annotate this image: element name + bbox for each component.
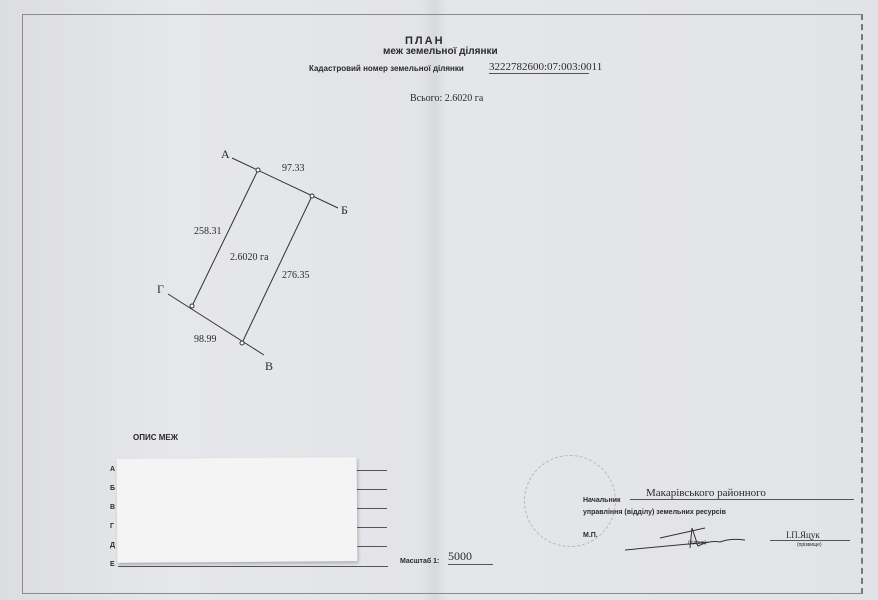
boundary-line [355, 527, 387, 528]
vertex-a [255, 167, 261, 173]
boundary-letter: Д [110, 542, 115, 549]
head-value: Макарівського районного [630, 487, 854, 500]
cadastral-label: Кадастровий номер земельної ділянки [309, 64, 464, 73]
scale-label: Масштаб 1: [400, 558, 440, 565]
boundary-ag [191, 169, 259, 307]
boundary-letter: Г [110, 523, 114, 530]
covering-paper [116, 457, 358, 563]
stamp [524, 455, 616, 547]
boundary-line [118, 566, 388, 567]
department-label: управління (відділу) земельних ресурсів [583, 509, 726, 516]
boundary-letter: Б [110, 485, 116, 492]
boundary-letter: В [110, 504, 116, 511]
official-name: І.П.Яцук [786, 530, 820, 540]
doc-title: ПЛАН [405, 35, 445, 47]
side-ab-length: 97.33 [282, 163, 305, 174]
boundary-line [355, 508, 387, 509]
side-ag-length: 258.31 [194, 226, 222, 237]
boundaries-title: ОПИС МЕЖ [133, 433, 178, 442]
vertex-b [309, 193, 315, 199]
mp-label: М.П. [583, 532, 598, 539]
boundary-line [355, 470, 387, 471]
point-g-label: Г [157, 282, 164, 296]
page-frame [22, 14, 863, 594]
plot-area: 2.6020 га [230, 252, 269, 263]
boundary-ab [231, 157, 339, 209]
doc-subtitle: меж земельної ділянки [383, 46, 498, 57]
vertex-g [189, 303, 195, 309]
side-gv-length: 98.99 [194, 334, 217, 345]
boundary-bv [241, 195, 313, 344]
total-area: Всього: 2.6020 га [410, 93, 484, 104]
boundary-letter: Е [110, 561, 115, 568]
boundary-gv [167, 293, 265, 356]
signature-caption: (підпис) [688, 540, 707, 546]
name-line [770, 540, 850, 541]
point-a-label: А [221, 147, 230, 161]
cadastral-number: 3222782600:07:003:0011 [489, 61, 603, 74]
head-label: Начальник [583, 497, 621, 504]
point-v-label: В [265, 359, 274, 373]
point-b-label: Б [341, 203, 348, 217]
name-caption: (прізвище) [797, 542, 822, 548]
side-bv-length: 276.35 [282, 270, 310, 281]
boundary-line [355, 546, 387, 547]
boundary-letter: А [110, 466, 116, 473]
signature-image [624, 527, 746, 551]
scale-value: 5000 [448, 549, 493, 565]
vertex-v [239, 340, 245, 346]
boundary-line [355, 489, 387, 490]
